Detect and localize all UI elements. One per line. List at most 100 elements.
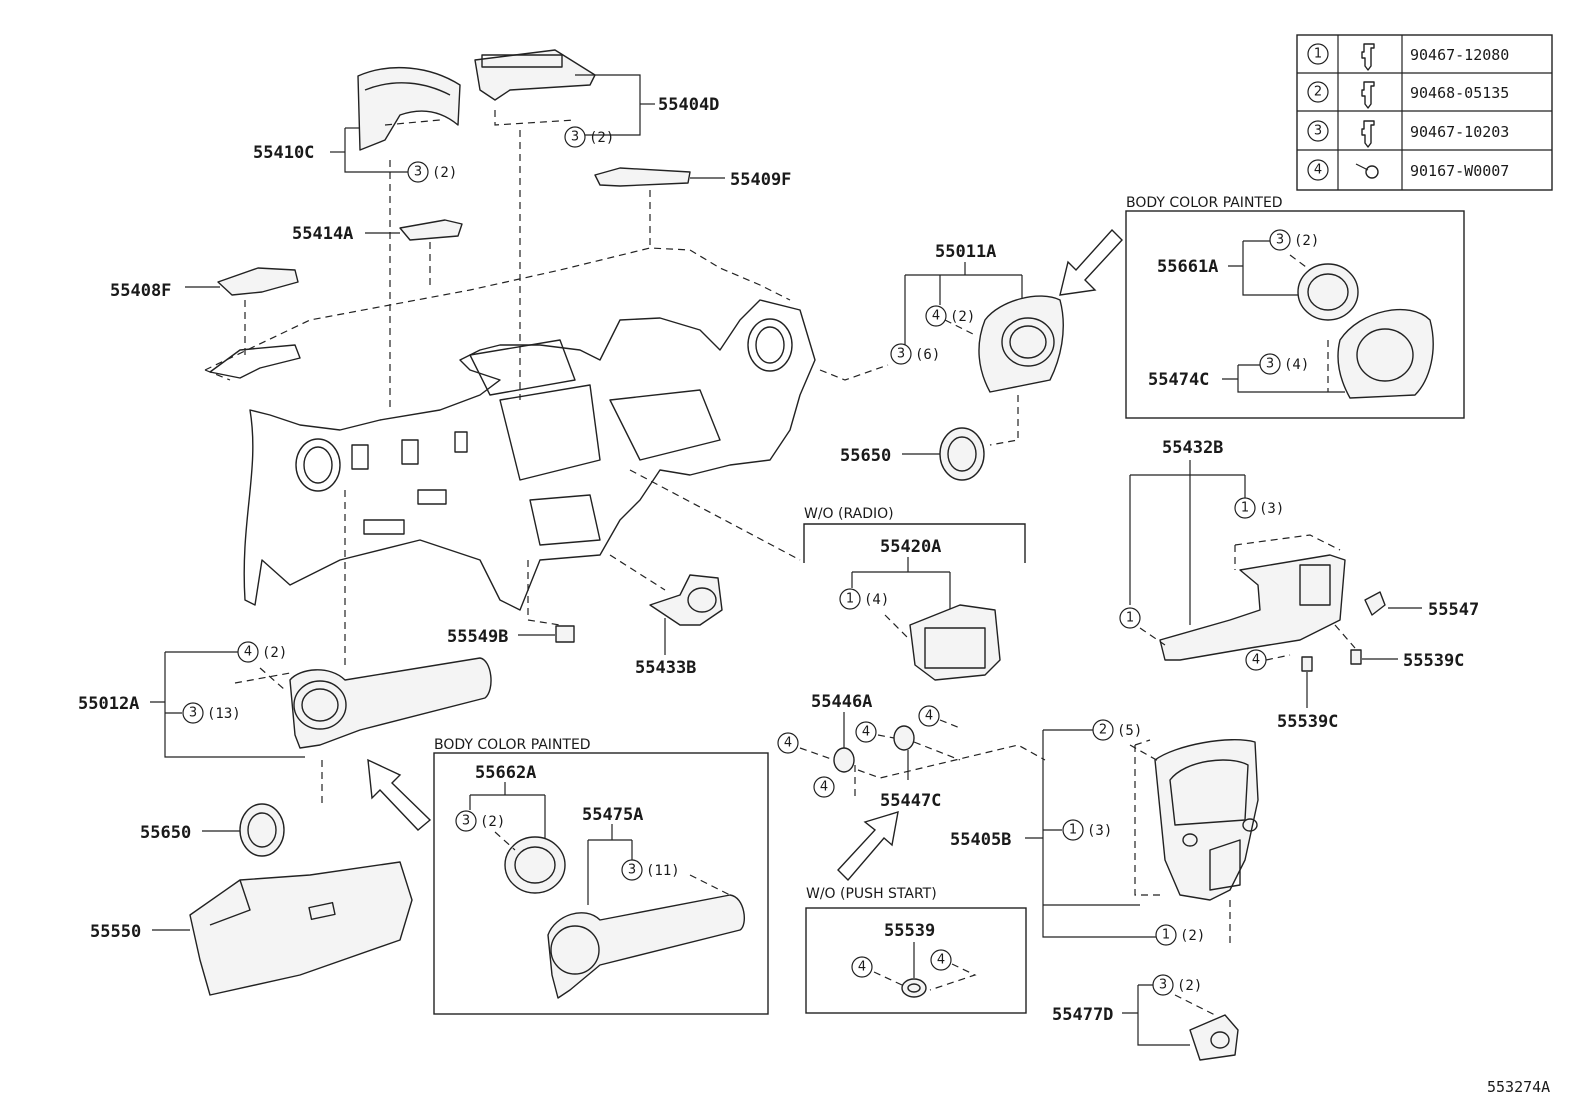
part-label: 55475A xyxy=(582,805,643,825)
callout-num: 4 xyxy=(820,780,828,795)
callout-num: 4 xyxy=(1252,653,1260,668)
part-label: 55447C xyxy=(880,791,941,811)
part-label: 55539C xyxy=(1277,712,1338,732)
callout-qty: (4) xyxy=(1284,357,1309,373)
clip-icon xyxy=(1361,43,1375,71)
callout-num: 3 xyxy=(414,165,422,180)
part-label: 55474C xyxy=(1148,370,1209,390)
box-caption: BODY COLOR PAINTED xyxy=(434,737,591,753)
callout-num: 4 xyxy=(862,725,870,740)
part-label: 55410C xyxy=(253,143,314,163)
callout-num: 1 xyxy=(1241,501,1249,516)
part-55547 xyxy=(1364,591,1386,616)
legend-row-2: 2 90468-05135 xyxy=(1307,81,1509,109)
part-55432B: 55432B 1 (3) 1 4 55547 55539C 55539C xyxy=(1119,438,1479,732)
part-label: 55432B xyxy=(1162,438,1223,458)
arrow-icon xyxy=(367,758,432,831)
callout-qty: (3) xyxy=(1087,823,1112,839)
box-caption: W/O (PUSH START) xyxy=(806,886,937,902)
callout-qty: (2) xyxy=(1294,233,1319,249)
callout-num: 4 xyxy=(937,953,945,968)
clip-icon xyxy=(1361,120,1375,148)
callout-qty: (2) xyxy=(1177,978,1202,994)
callout-num: 1 xyxy=(1126,611,1134,626)
part-55549B: 55549B xyxy=(447,560,575,647)
part-label: 55549B xyxy=(447,627,508,647)
part-label: 55477D xyxy=(1052,1005,1113,1025)
callout-num: 4 xyxy=(784,736,792,751)
callout-num: 1 xyxy=(846,592,854,607)
clip-icon xyxy=(1361,81,1375,109)
part-label: 55650 xyxy=(140,823,191,843)
legend-part-number: 90467-12080 xyxy=(1410,46,1509,64)
callout-num: 3 xyxy=(1159,978,1167,993)
callout-qty: (5) xyxy=(1117,723,1142,739)
box-caption: BODY COLOR PAINTED xyxy=(1126,195,1283,211)
arrow-icon xyxy=(837,810,899,882)
body-color-painted-box-lower: BODY COLOR PAINTED 55662A 3 (2) 55475A 3… xyxy=(433,737,769,1015)
part-55011A: 55011A 4 (2) 3 (6) xyxy=(819,242,1064,446)
legend-part-number: 90167-W0007 xyxy=(1410,162,1509,180)
screw-icon xyxy=(1355,163,1379,179)
part-label: 55539C xyxy=(1403,651,1464,671)
part-55433B: 55433B xyxy=(609,554,723,678)
callout-qty: (4) xyxy=(864,592,889,608)
part-55550: 55550 xyxy=(90,861,413,996)
callout-qty: (6) xyxy=(915,347,940,363)
instrument-panel-illustration xyxy=(204,247,816,611)
part-label: 55409F xyxy=(730,170,791,190)
callout-qty: (13) xyxy=(207,706,241,722)
callout-num: 4 xyxy=(925,709,933,724)
part-label: 55550 xyxy=(90,922,141,942)
legend-part-number: 90468-05135 xyxy=(1410,84,1509,102)
part-label: 55661A xyxy=(1157,257,1218,277)
callout-qty: (3) xyxy=(1259,501,1284,517)
part-55408F: 55408F xyxy=(110,267,299,355)
part-55012A: 55012A 4 (2) 3 (13) xyxy=(78,490,492,805)
callout-num: 1 xyxy=(1069,823,1077,838)
callout-num: 2 xyxy=(1099,723,1107,738)
part-label: 55446A xyxy=(811,692,872,712)
callout-num: 3 xyxy=(628,863,636,878)
part-label: 55405B xyxy=(950,830,1011,850)
legend-num: 4 xyxy=(1314,163,1322,178)
part-55409F: 55409F xyxy=(594,167,791,245)
legend-row-1: 1 90467-12080 xyxy=(1307,43,1509,71)
callout-qty: (2) xyxy=(589,130,614,146)
legend-table: 1 90467-12080 2 90468-05135 3 90467-1020… xyxy=(1296,34,1553,191)
part-55446A-55447C: 55446A 4 4 4 4 55447C xyxy=(777,692,1046,811)
callout-num: 4 xyxy=(858,960,866,975)
part-label: 55420A xyxy=(880,537,941,557)
part-label: 55404D xyxy=(658,95,719,115)
legend-num: 3 xyxy=(1314,124,1322,139)
legend-num: 1 xyxy=(1314,47,1322,62)
part-label: 55433B xyxy=(635,658,696,678)
part-label: 55547 xyxy=(1428,600,1479,620)
part-55404D: 55404D 3 (2) xyxy=(474,49,719,400)
callout-num: 3 xyxy=(1276,233,1284,248)
part-label: 55408F xyxy=(110,281,171,301)
part-55405B: 55405B 2 (5) 1 (3) 1 (2) xyxy=(950,719,1259,948)
wo-push-start-box: W/O (PUSH START) 55539 4 4 xyxy=(805,886,1027,1014)
part-55410C: 55410C 3 (2) xyxy=(253,67,461,410)
callout-num: 3 xyxy=(1266,357,1274,372)
part-label: 55012A xyxy=(78,694,139,714)
part-55650-lower: 55650 xyxy=(140,803,285,857)
callout-qty: (2) xyxy=(1180,928,1205,944)
callout-qty: (2) xyxy=(480,814,505,830)
wo-radio-box: W/O (RADIO) 55420A 1 (4) xyxy=(629,469,1026,681)
part-label: 55662A xyxy=(475,763,536,783)
arrow-icon xyxy=(1059,228,1123,296)
callout-qty: (2) xyxy=(262,645,287,661)
callout-num: 4 xyxy=(244,645,252,660)
legend-num: 2 xyxy=(1314,85,1322,100)
callout-qty: (11) xyxy=(646,863,680,879)
callout-num: 3 xyxy=(897,347,905,362)
callout-num: 4 xyxy=(932,309,940,324)
part-55477D: 55477D 3 (2) xyxy=(1052,974,1239,1061)
callout-qty: (2) xyxy=(950,309,975,325)
figure-id: 553274A xyxy=(1487,1078,1550,1096)
part-label: 55539 xyxy=(884,921,935,941)
callout-qty: (2) xyxy=(432,165,457,181)
